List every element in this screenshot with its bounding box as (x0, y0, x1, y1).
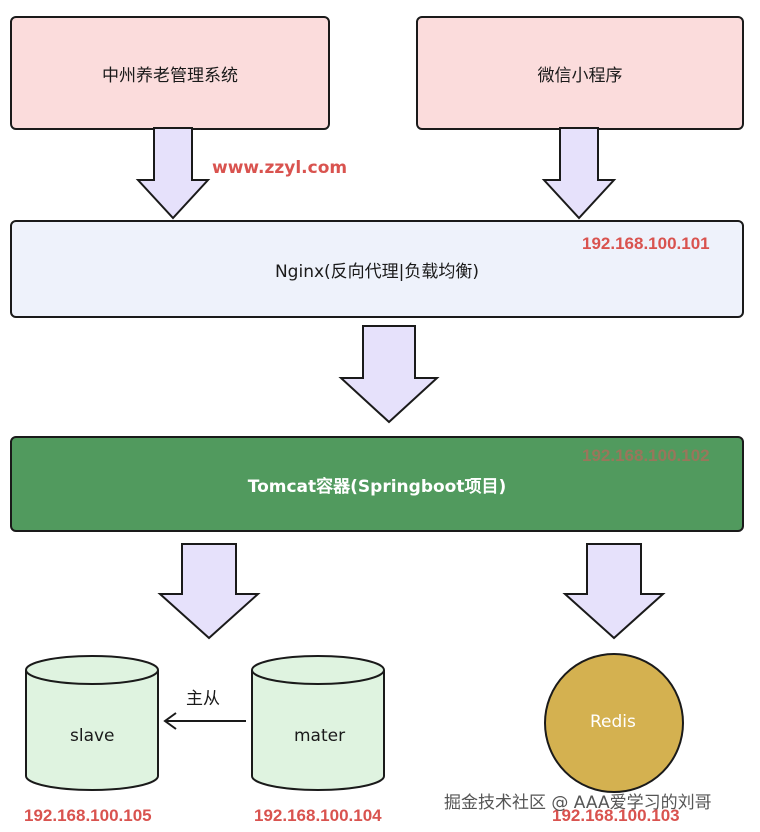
domain-label: www.zzyl.com (212, 158, 348, 178)
tomcat-ip: 192.168.100.102 (582, 446, 710, 465)
nginx-box: Nginx(反向代理|负载均衡) (10, 220, 744, 318)
nginx-label: Nginx(反向代理|负载均衡) (274, 261, 480, 282)
redis-label: Redis (590, 712, 636, 732)
watermark: 掘金技术社区 @ AAA爱学习的刘哥 (444, 793, 712, 813)
arrow-miniprogram-to-nginx (541, 127, 617, 220)
nginx-ip: 192.168.100.101 (582, 234, 710, 253)
arrow-nginx-to-tomcat (338, 325, 440, 424)
master-label: mater (294, 726, 346, 746)
arrow-zhongzhou-to-nginx (135, 127, 211, 220)
replication-label: 主从 (186, 689, 220, 709)
arrow-tomcat-to-redis (562, 543, 666, 640)
zhongzhou-system-label: 中州养老管理系统 (102, 65, 238, 86)
master-database-icon (251, 655, 385, 791)
tomcat-label: Tomcat容器(Springboot项目) (247, 476, 507, 497)
wechat-miniprogram-box: 微信小程序 (416, 16, 744, 130)
slave-ip: 192.168.100.105 (24, 806, 152, 825)
slave-label: slave (70, 726, 115, 746)
redis-icon (544, 653, 684, 793)
redis-ip: 192.168.100.103 (552, 806, 680, 825)
tomcat-box: Tomcat容器(Springboot项目) (10, 436, 744, 532)
replication-arrow (163, 712, 246, 730)
slave-database-icon (25, 655, 159, 791)
wechat-miniprogram-label: 微信小程序 (537, 65, 623, 86)
zhongzhou-system-box: 中州养老管理系统 (10, 16, 330, 130)
master-ip: 192.168.100.104 (254, 806, 382, 825)
arrow-tomcat-to-master (157, 543, 261, 640)
